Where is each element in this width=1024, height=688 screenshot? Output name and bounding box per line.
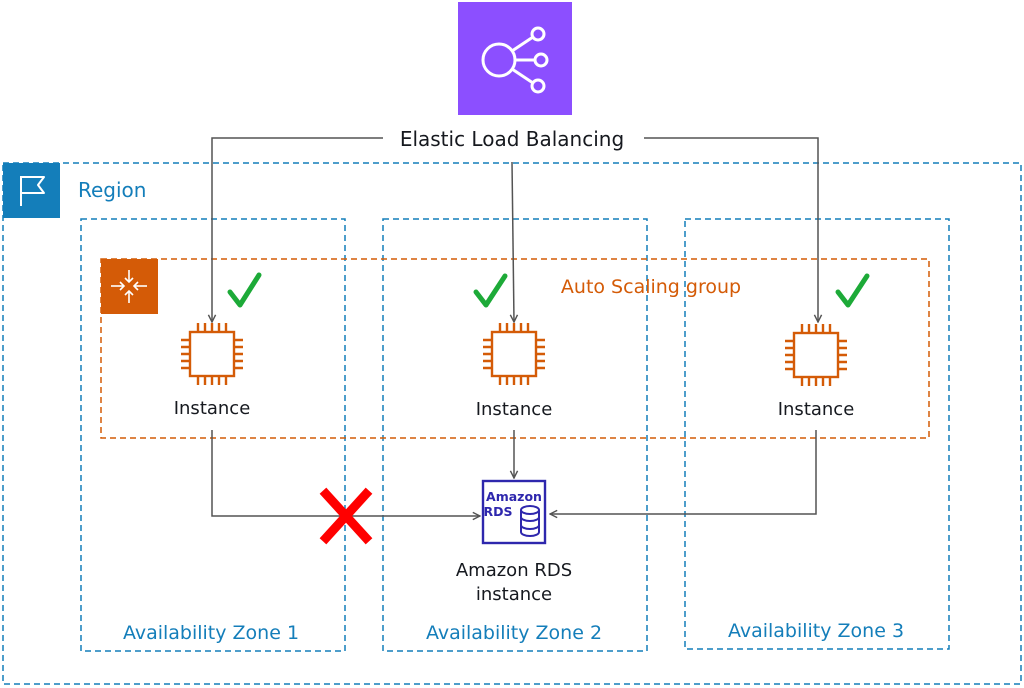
region-flag-icon <box>3 163 60 218</box>
rds-connectors <box>211 430 817 516</box>
zone-3-label: Availability Zone 3 <box>728 620 904 642</box>
elb-label: Elastic Load Balancing <box>400 127 624 151</box>
ec2-instance-chip-icon <box>785 324 847 386</box>
instance-2-label: Instance <box>476 399 553 420</box>
rds-label-line2: instance <box>476 584 552 605</box>
rds-badge-line2: RDS <box>483 504 512 519</box>
instance-3: Instance <box>778 273 870 420</box>
auto-scaling-group-label: Auto Scaling group <box>561 276 741 298</box>
green-check-icon <box>835 273 870 308</box>
amazon-rds-icon: Amazon RDS <box>481 479 547 545</box>
connector-instance-3-to-rds <box>550 430 817 514</box>
region-boundary: Region <box>2 162 1022 685</box>
instance-1-label: Instance <box>174 398 251 419</box>
elastic-load-balancing-icon <box>458 2 572 115</box>
connector-elb-to-instance-1 <box>212 137 383 322</box>
red-x-icon <box>319 487 373 545</box>
region-label: Region <box>78 178 146 202</box>
connector-elb-to-instance-2 <box>512 161 514 322</box>
zone-1-label: Availability Zone 1 <box>123 622 299 644</box>
connector-elb-to-instance-3 <box>644 137 818 322</box>
instance-2: Instance <box>473 273 553 420</box>
auto-scaling-icon <box>101 259 158 314</box>
availability-zone-2: Availability Zone 2 <box>382 218 648 652</box>
elb-connectors <box>212 137 818 322</box>
green-check-icon <box>473 273 508 308</box>
instance-3-label: Instance <box>778 399 855 420</box>
elb-label-background <box>386 122 640 154</box>
ec2-instance-chip-icon <box>483 323 545 385</box>
ec2-instance-chip-icon <box>181 323 243 385</box>
instance-1: Instance <box>174 272 262 419</box>
rds-label-line1: Amazon RDS <box>456 560 572 581</box>
database-cylinder-icon <box>520 505 540 537</box>
connector-instance-1-to-rds <box>211 430 480 516</box>
availability-zone-1: Availability Zone 1 <box>80 218 346 652</box>
green-check-icon <box>227 272 262 308</box>
rds-badge-line1: Amazon <box>486 489 542 504</box>
auto-scaling-group: Auto Scaling group <box>100 258 930 439</box>
availability-zone-3: Availability Zone 3 <box>684 218 950 650</box>
zone-2-label: Availability Zone 2 <box>426 622 602 644</box>
